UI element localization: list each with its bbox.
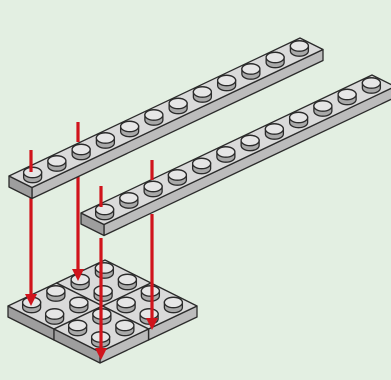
- lego-stud-icon: [69, 296, 89, 314]
- lego-stud-icon: [216, 74, 237, 92]
- stud-top: [241, 63, 261, 75]
- lego-stud-icon: [216, 146, 236, 163]
- stud-top: [216, 146, 236, 158]
- stud-top: [46, 285, 66, 297]
- lego-stud-icon: [240, 134, 260, 152]
- lego-stud-icon: [289, 40, 310, 57]
- arrows-upper-segments: [29, 122, 154, 207]
- lego-stud-icon: [21, 296, 42, 314]
- base-plates: [7, 259, 198, 364]
- lego-stud-icon: [143, 180, 163, 198]
- stud-top: [67, 319, 88, 332]
- lego-stud-icon: [167, 169, 188, 186]
- stud-top: [94, 203, 115, 216]
- lego-stud-icon: [22, 166, 43, 184]
- stud-top: [289, 40, 310, 52]
- stud-top: [144, 109, 164, 121]
- lego-stud-icon: [337, 88, 357, 106]
- lego-stud-icon: [119, 192, 139, 209]
- stud-top: [47, 155, 67, 167]
- stud-top: [192, 86, 213, 98]
- upper-plate: [8, 37, 324, 200]
- lego-stud-icon: [192, 86, 213, 103]
- stud-top: [191, 157, 212, 170]
- lego-stud-icon: [241, 63, 261, 80]
- stud-top: [265, 51, 285, 64]
- lego-stud-icon: [140, 285, 161, 302]
- stud-top: [264, 123, 285, 135]
- down-arrow-icon: [95, 238, 107, 360]
- lego-stud-icon: [67, 319, 88, 337]
- down-arrow-icon: [146, 214, 158, 330]
- lego-stud-icon: [163, 296, 184, 314]
- down-arrow-icon: [72, 170, 84, 281]
- lego-stud-icon: [117, 273, 138, 291]
- stud-top: [361, 77, 382, 89]
- lego-stud-icon: [119, 120, 140, 138]
- lego-stud-icon: [95, 132, 116, 149]
- stud-top: [288, 111, 309, 124]
- lego-stud-icon: [70, 273, 90, 291]
- stud-top: [44, 308, 65, 320]
- lego-stud-icon: [265, 51, 285, 69]
- lego-stud-icon: [71, 143, 91, 161]
- stud-top: [168, 97, 188, 110]
- lego-stud-icon: [94, 203, 115, 221]
- stud-top: [93, 285, 113, 297]
- lego-stud-icon: [116, 296, 136, 314]
- stud-top: [71, 143, 91, 156]
- stud-top: [313, 100, 333, 112]
- stud-top: [139, 308, 159, 320]
- lower-1x12-plate: [80, 74, 391, 237]
- arrow-head: [95, 348, 107, 360]
- lego-stud-icon: [191, 157, 212, 175]
- stud-top: [116, 296, 136, 309]
- stud-top: [167, 169, 188, 181]
- stud-top: [117, 273, 138, 286]
- lego-stud-icon: [264, 123, 285, 140]
- stud-top: [119, 192, 139, 204]
- lego-stud-icon: [47, 155, 67, 172]
- stud-top: [143, 180, 163, 193]
- upper-1x12-plate: [8, 37, 324, 200]
- lego-stud-icon: [288, 111, 309, 129]
- lego-stud-icon: [46, 285, 66, 302]
- stud-top: [140, 285, 161, 297]
- stud-top: [119, 120, 140, 133]
- arrow-head: [72, 269, 84, 281]
- stud-top: [69, 296, 89, 309]
- lego-stud-icon: [44, 308, 65, 325]
- stud-top: [163, 296, 184, 309]
- stud-top: [22, 166, 43, 179]
- down-arrow-icon: [25, 194, 37, 306]
- stud-top: [337, 88, 357, 101]
- arrow-head: [146, 318, 158, 330]
- lego-stud-icon: [115, 319, 135, 337]
- arrows-lower-segments: [25, 170, 158, 360]
- lego-stud-icon: [94, 262, 115, 279]
- stud-top: [95, 132, 116, 144]
- arrow-head: [25, 294, 37, 306]
- lego-stud-icon: [168, 97, 188, 115]
- lego-stud-icon: [144, 109, 164, 126]
- lego-stud-icon: [93, 285, 113, 302]
- stud-top: [115, 319, 135, 332]
- lego-stud-icon: [313, 100, 333, 117]
- lower-plate: [80, 74, 391, 237]
- stud-top: [216, 74, 237, 87]
- stud-top: [240, 134, 260, 147]
- stud-top: [94, 262, 115, 274]
- lego-stud-icon: [361, 77, 382, 94]
